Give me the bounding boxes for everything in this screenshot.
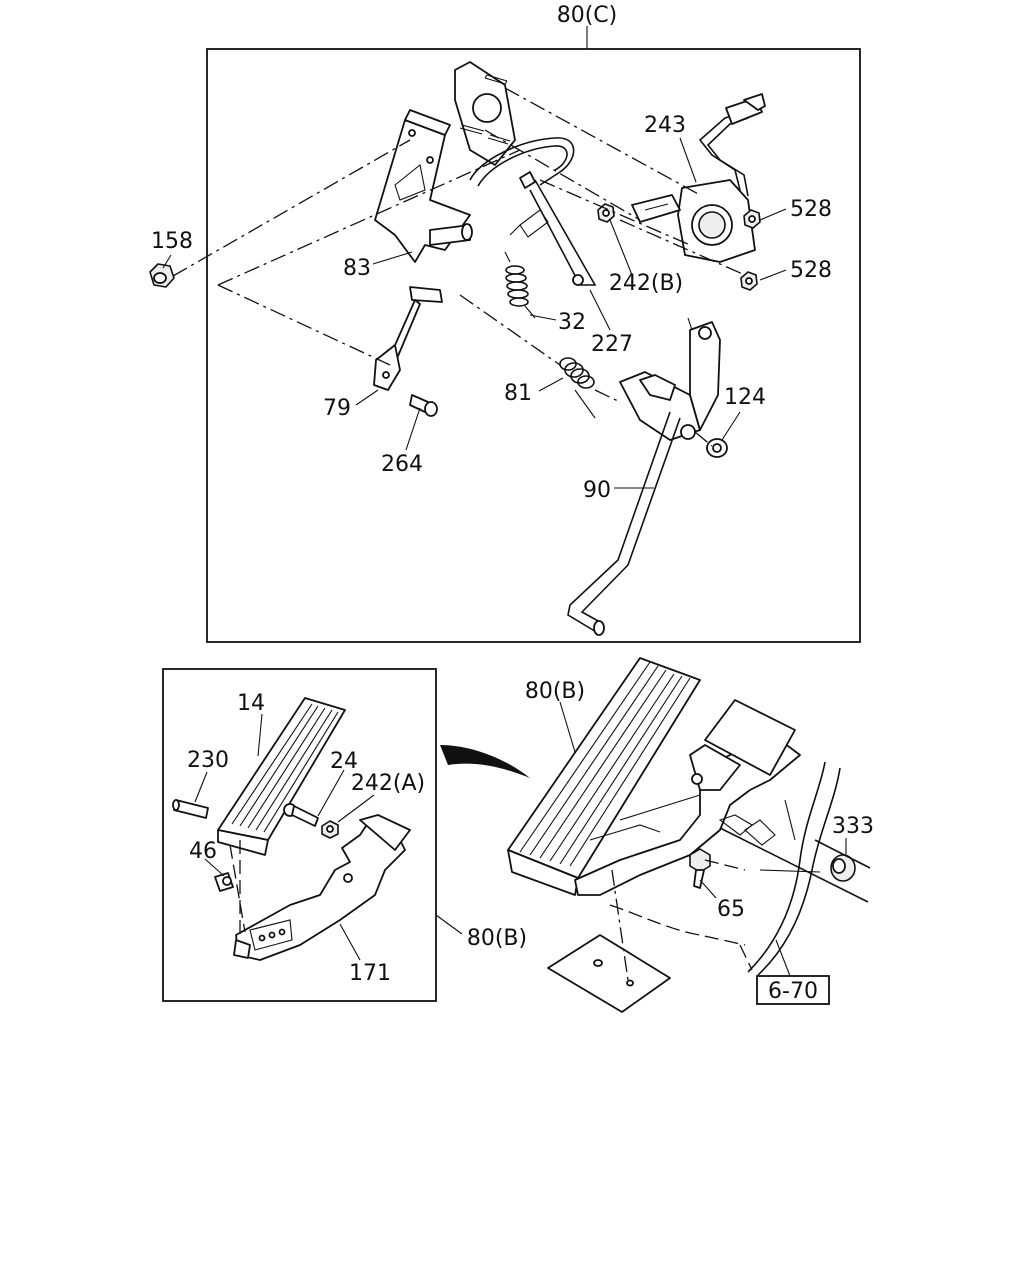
nut-242a	[321, 820, 339, 839]
alignment-lines-upper	[172, 87, 746, 447]
direction-arrow	[440, 745, 530, 778]
floor-plate	[547, 934, 671, 1013]
pedal-arm-90	[567, 317, 721, 636]
callout-leaders	[162, 137, 847, 977]
pin-230	[172, 799, 209, 819]
callout-158: 158	[151, 229, 193, 254]
bolt-24	[283, 803, 319, 827]
callout-32: 32	[558, 310, 586, 335]
callout-242b: 242(B)	[609, 271, 683, 296]
nut-158	[149, 263, 175, 288]
callout-46: 46	[189, 839, 217, 864]
sensor-243	[631, 93, 766, 263]
bracket-plate	[374, 61, 516, 263]
callout-124: 124	[724, 385, 766, 410]
bolt-65	[689, 848, 711, 889]
callout-24: 24	[330, 749, 358, 774]
washer-124	[706, 438, 728, 458]
callout-83: 83	[343, 256, 371, 281]
callout-79: 79	[323, 396, 351, 421]
plate-studs	[459, 74, 511, 145]
wire-loop-227	[469, 137, 597, 286]
callout-14: 14	[237, 691, 265, 716]
spring-32	[504, 251, 536, 319]
alignment-lines-lower	[611, 827, 871, 981]
callout-80c: 80(C)	[557, 3, 618, 28]
callout-264: 264	[381, 452, 423, 477]
inset-80b-frame	[162, 668, 437, 1002]
nut-242b	[597, 203, 615, 223]
grommet-333	[830, 854, 856, 882]
body-panel	[609, 761, 841, 976]
nut-528-lower	[740, 271, 758, 291]
link-rod-79	[373, 286, 443, 391]
bolt-264	[409, 394, 438, 417]
callout-528-lower: 528	[790, 258, 832, 283]
nut-528-upper	[743, 209, 761, 229]
callout-171: 171	[349, 961, 391, 986]
ref-label-6-70[interactable]: 6-70	[768, 979, 818, 1004]
callout-230: 230	[187, 748, 229, 773]
callout-242a: 242(A)	[351, 771, 425, 796]
alignment-lines-inset	[229, 840, 246, 935]
pedal-arm-171	[233, 814, 411, 961]
spring-81	[559, 357, 596, 419]
ref-box-6-70[interactable]	[756, 975, 830, 1005]
callout-81: 81	[504, 381, 532, 406]
assembly-80c-frame	[206, 48, 861, 643]
pedal-assembly-80b-installed	[507, 657, 801, 896]
callout-80b-main: 80(B)	[525, 679, 585, 704]
clip-46	[214, 872, 234, 892]
callout-243: 243	[644, 113, 686, 138]
callout-227: 227	[591, 332, 633, 357]
callout-90: 90	[583, 478, 611, 503]
callout-80b-inset: 80(B)	[467, 926, 527, 951]
pedal-pad-14	[217, 697, 346, 856]
callout-333: 333	[832, 814, 874, 839]
callout-528-upper: 528	[790, 197, 832, 222]
callout-65: 65	[717, 897, 745, 922]
